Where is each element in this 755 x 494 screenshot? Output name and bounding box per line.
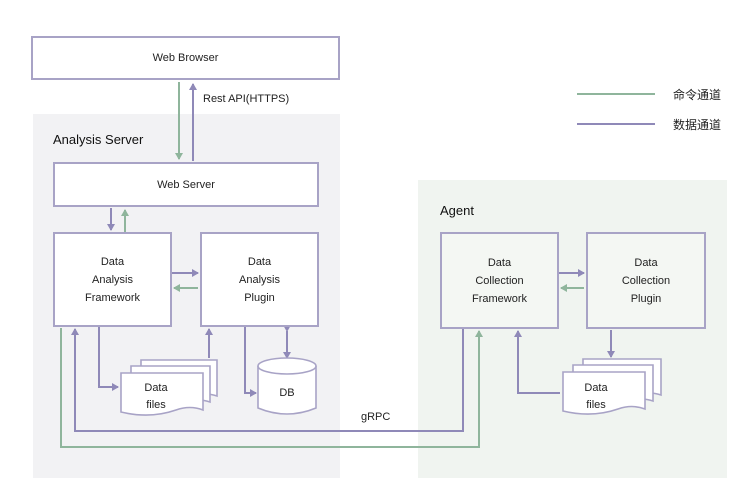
agent-datafiles-label: Data files xyxy=(584,382,608,411)
data-arrow-plugin-to-db xyxy=(244,327,257,397)
web-browser-label: Web Browser xyxy=(152,52,219,64)
rest-api-label: Rest API(HTTPS) xyxy=(203,93,290,105)
db-cylinder xyxy=(257,357,317,415)
data-collection-plugin-label: Data Collection Plugin xyxy=(621,256,671,305)
data-arrow-agent-datafiles-to-framework xyxy=(514,330,560,394)
web-browser-box: Web Browser xyxy=(31,36,340,80)
data-analysis-framework-label: Data Analysis Framework xyxy=(84,255,140,304)
data-analysis-framework-box: Data Analysis Framework xyxy=(53,232,172,327)
db-label: DB xyxy=(279,387,295,399)
server-datafiles-label: Data files xyxy=(144,382,168,411)
agent-region xyxy=(418,180,727,478)
data-collection-framework-label: Data Collection Framework xyxy=(471,256,527,305)
grpc-data-line xyxy=(71,328,464,432)
data-collection-framework-box: Data Collection Framework xyxy=(440,232,559,329)
server-datafiles-stack xyxy=(120,359,218,416)
legend-data-label: 数据通道 xyxy=(673,118,722,132)
web-server-box: Web Server xyxy=(53,162,319,207)
data-collection-plugin-box: Data Collection Plugin xyxy=(586,232,706,329)
analysis-server-title: Analysis Server xyxy=(53,132,144,147)
grpc-command-line xyxy=(60,328,483,448)
legend-command-label: 命令通道 xyxy=(673,88,722,102)
data-arrow-framework-to-datafiles xyxy=(98,327,119,391)
grpc-label: gRPC xyxy=(361,411,391,423)
data-analysis-plugin-label: Data Analysis Plugin xyxy=(239,255,280,304)
agent-datafiles-stack xyxy=(562,358,662,415)
data-analysis-plugin-box: Data Analysis Plugin xyxy=(200,232,319,327)
web-server-label: Web Server xyxy=(157,178,215,191)
agent-title: Agent xyxy=(440,203,474,218)
